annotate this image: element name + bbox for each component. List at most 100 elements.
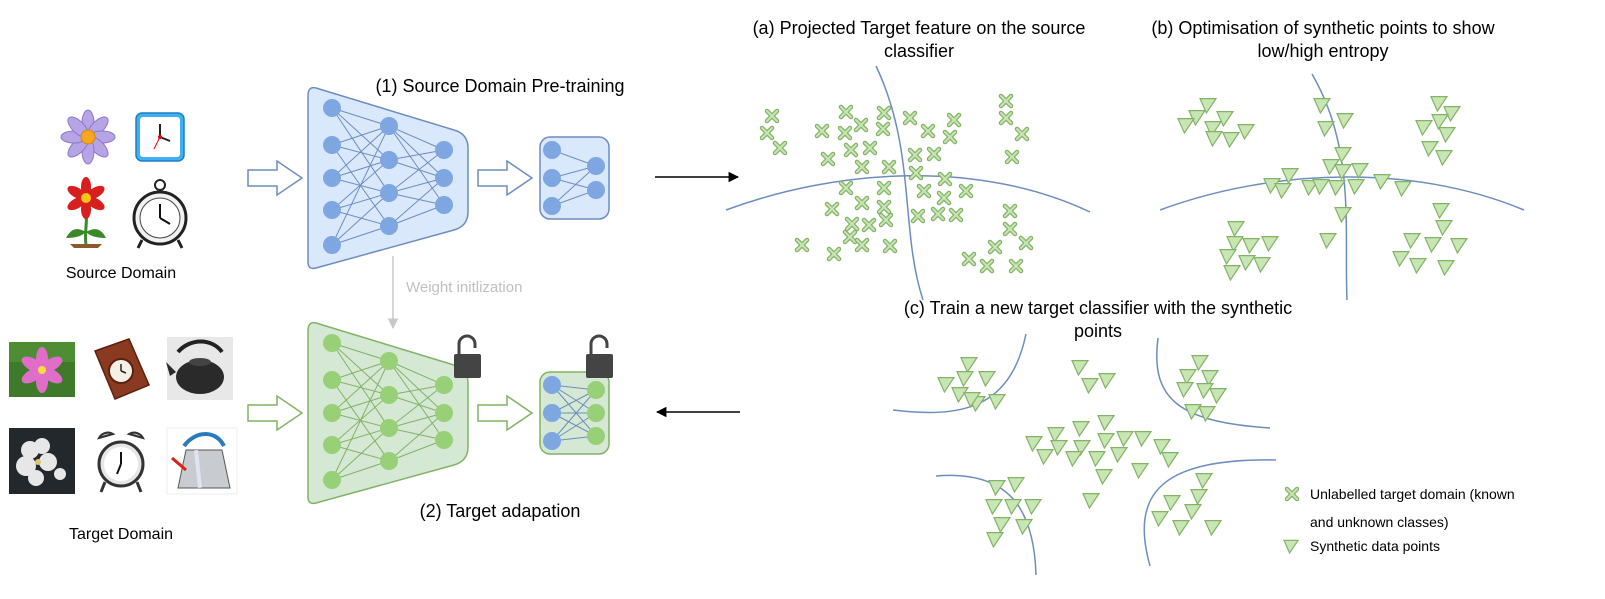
target-feature-cross-marker	[878, 212, 894, 228]
network-edge	[388, 177, 445, 227]
synthetic-point-triangle-marker	[1430, 96, 1449, 113]
synthetic-point-triangle-marker	[985, 499, 1004, 516]
network-node	[380, 419, 398, 437]
synthetic-point-triangle-marker	[1095, 469, 1114, 486]
synthetic-point-triangle-marker	[1438, 127, 1457, 144]
target-encoder	[307, 321, 469, 505]
synthetic-point-triangle-marker	[1219, 249, 1238, 266]
legend-cross-marker	[1284, 486, 1300, 502]
synthetic-point-triangle-marker	[1081, 378, 1100, 395]
white-blossom-photo	[9, 428, 75, 494]
panel-b-title-line2: low/high entropy	[1257, 41, 1388, 61]
synthetic-point-triangle-marker	[1071, 360, 1090, 377]
synthetic-point-triangle-marker	[1237, 124, 1256, 141]
network-edge	[388, 159, 445, 179]
weight-init-label: Weight initlization	[406, 279, 522, 296]
network-node	[435, 169, 453, 187]
network-node	[380, 117, 398, 135]
target-feature-cross-marker	[920, 123, 936, 139]
network-edge	[388, 149, 445, 194]
synthetic-point-triangle-marker	[1209, 388, 1228, 405]
synthetic-point-triangle-marker	[1050, 440, 1069, 457]
network-node	[587, 381, 605, 399]
target-feature-cross-marker	[907, 147, 923, 163]
synthetic-point-triangle-marker	[1153, 439, 1172, 456]
network-edge	[331, 342, 390, 396]
target-feature-cross-marker	[948, 207, 964, 223]
target-feature-cross-marker	[937, 171, 953, 187]
synthetic-point-triangle-marker	[993, 517, 1012, 534]
synthetic-point-triangle-marker	[1317, 121, 1336, 138]
target-feature-cross-marker	[838, 104, 854, 120]
network-edge	[331, 360, 390, 381]
network-node	[587, 157, 605, 175]
synthetic-point-triangle-marker	[1334, 164, 1353, 181]
network-edge	[388, 192, 445, 206]
network-node	[587, 404, 605, 422]
synthetic-point-triangle-marker	[1073, 440, 1092, 457]
network-node	[380, 184, 398, 202]
synthetic-point-triangle-marker	[1238, 255, 1257, 272]
unlocked-padlock-icon	[454, 334, 481, 378]
target-feature-cross-marker	[998, 93, 1014, 109]
synthetic-point-triangle-marker	[1351, 163, 1370, 180]
synthetic-point-triangle-marker	[1415, 120, 1434, 137]
synthetic-point-triangle-marker	[1198, 406, 1217, 423]
target-feature-cross-marker	[987, 239, 1003, 255]
arrow-target-encoder-to-classifier	[477, 394, 534, 432]
synthetic-point-triangle-marker	[1190, 489, 1209, 506]
synthetic-point-triangle-marker	[1261, 236, 1280, 253]
network-node	[380, 217, 398, 235]
synthetic-point-triangle-marker	[1394, 181, 1413, 198]
network-edge	[331, 460, 390, 481]
synthetic-point-triangle-marker	[1409, 258, 1428, 275]
synthetic-point-triangle-marker	[1274, 183, 1293, 200]
target-feature-cross-marker	[838, 180, 854, 196]
target-classifier	[539, 371, 610, 455]
synthetic-point-triangle-marker	[1204, 520, 1223, 537]
network-node	[380, 386, 398, 404]
source-encoder	[307, 86, 469, 270]
target-feature-cross-marker	[861, 217, 877, 233]
network-node	[543, 141, 561, 159]
panel-a-target-features	[759, 93, 1034, 274]
network-node	[435, 376, 453, 394]
network-node	[435, 404, 453, 422]
pretraining-title: (1) Source Domain Pre-training	[375, 76, 624, 96]
network-edge	[551, 389, 597, 442]
arrow-source-to-encoder	[247, 159, 304, 197]
network-edge	[388, 394, 445, 414]
synthetic-point-triangle-marker	[1431, 114, 1450, 131]
target-feature-cross-marker	[759, 125, 775, 141]
alarm-clock-icon	[132, 179, 188, 249]
network-node	[323, 436, 341, 454]
network-edge	[331, 125, 390, 146]
panel-a-boundary-vertical	[875, 65, 924, 301]
synthetic-point-triangle-marker	[956, 371, 975, 388]
synthetic-point-triangle-marker	[1322, 159, 1341, 176]
network-node	[543, 404, 561, 422]
network-node	[587, 427, 605, 445]
synthetic-point-triangle-marker	[1301, 180, 1320, 197]
synthetic-point-triangle-marker	[986, 532, 1005, 549]
clock-icon	[135, 112, 185, 162]
unlocked-padlock-icon	[586, 334, 613, 378]
network-node	[435, 196, 453, 214]
network-edge	[331, 107, 390, 161]
synthetic-point-triangle-marker	[1421, 141, 1440, 158]
synthetic-point-triangle-marker	[1443, 106, 1462, 123]
synthetic-point-triangle-marker	[1151, 511, 1170, 528]
network-edge	[388, 360, 445, 441]
arrow-encoder-to-classifier	[477, 159, 534, 197]
target-feature-cross-marker	[844, 216, 860, 232]
iron-kettle-photo	[166, 337, 233, 400]
network-node	[323, 236, 341, 254]
panel-a-title-line2: classifier	[884, 41, 954, 61]
synthetic-point-triangle-marker	[1253, 257, 1272, 274]
synthetic-point-triangle-marker	[1188, 110, 1207, 127]
synthetic-point-triangle-marker	[1072, 421, 1091, 438]
target-feature-cross-marker	[1014, 126, 1030, 142]
hollow-arrows	[247, 159, 534, 432]
synthetic-point-triangle-marker	[1179, 369, 1198, 386]
flower-icon	[60, 109, 116, 165]
